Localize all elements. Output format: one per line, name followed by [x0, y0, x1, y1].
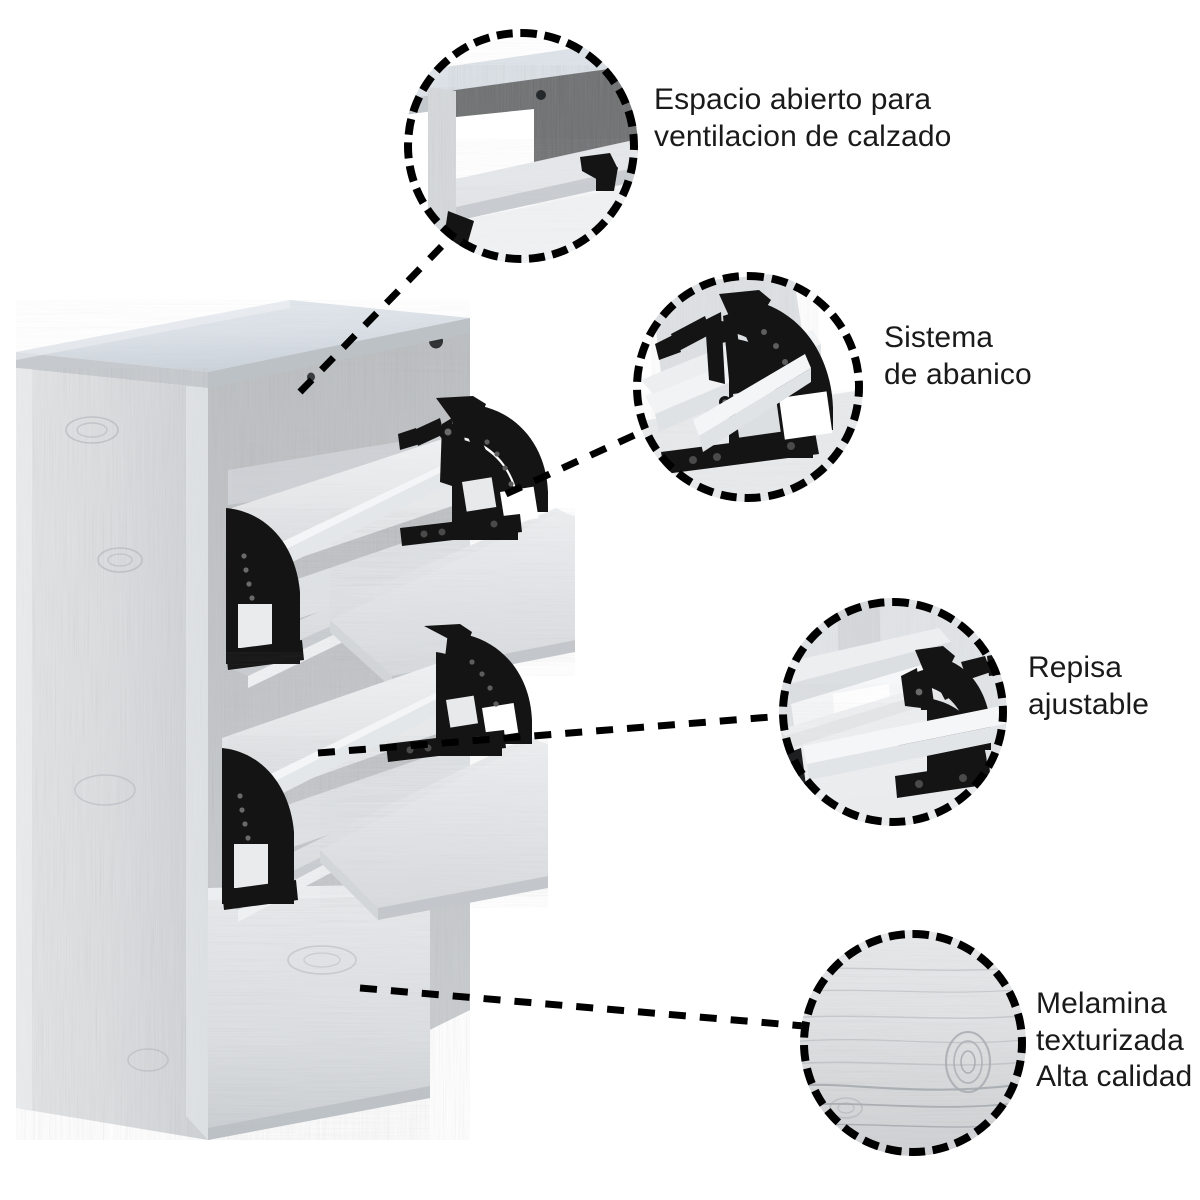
fan-mechanism-left-lower: [222, 748, 298, 910]
callout-label-ventilacion: Espacio abierto para ventilacion de calz…: [654, 83, 952, 153]
callout-label-repisa: Repisa ajustable: [1028, 651, 1149, 721]
detail-open-ventilation-space: [404, 29, 638, 263]
callout-circle-abanico: [633, 272, 863, 502]
callout-circle-melamina: [800, 930, 1026, 1156]
upper-tilt-drawer[interactable]: [226, 396, 575, 688]
callout-circle-repisa: [779, 598, 1007, 826]
callout-label-abanico: Sistema de abanico: [884, 321, 1032, 391]
detail-fan-mechanism: [633, 272, 863, 502]
left-side-panel: [16, 368, 208, 1140]
screw-hole: [307, 372, 315, 382]
detail-adjustable-shelf: [779, 598, 1007, 826]
callout-label-melamina: Melamina texturizada Alta calidad: [1036, 987, 1193, 1094]
interior-wall: [228, 430, 470, 505]
closed-base-panel: [208, 884, 430, 1140]
detail-textured-melamine: [800, 930, 1026, 1156]
callout-circle-ventilacion: [404, 29, 638, 263]
fan-mechanism-left-upper: [226, 508, 304, 670]
